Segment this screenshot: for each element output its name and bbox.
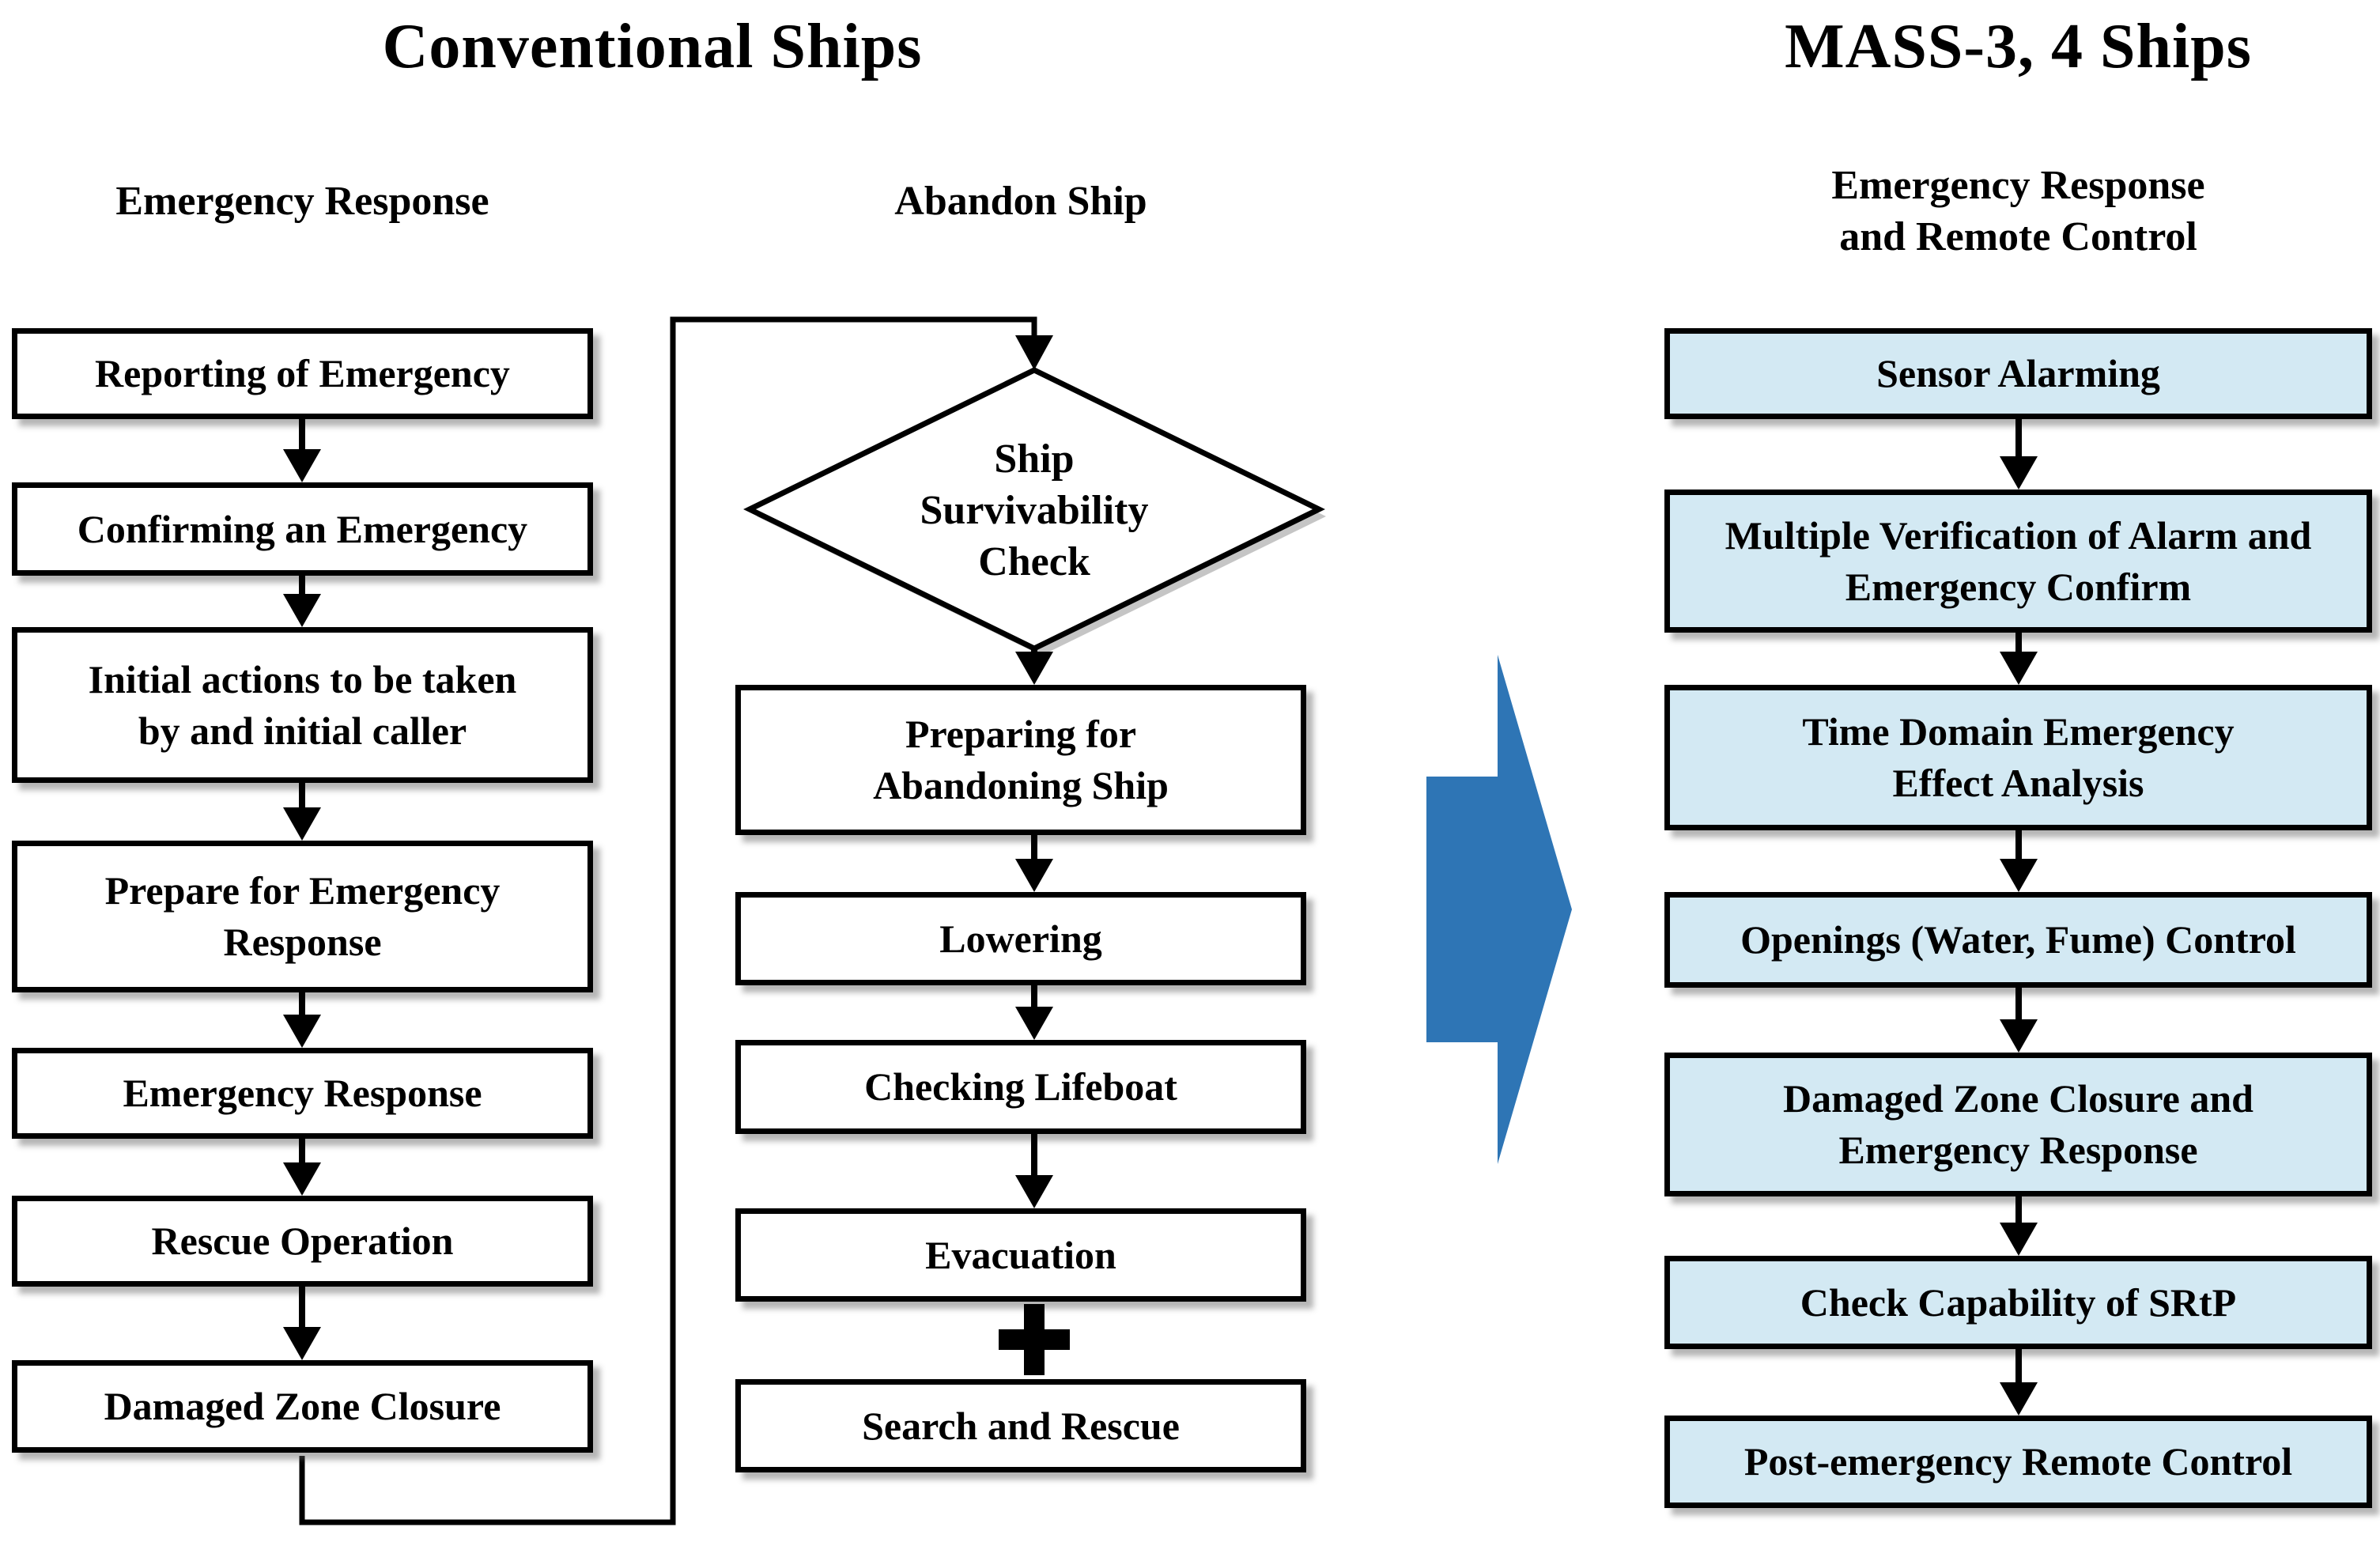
down-arrow-icon (283, 1139, 321, 1196)
flow-box-checking-lifeboat: Checking Lifeboat (735, 1040, 1306, 1134)
feedback-arrowhead-icon (1015, 335, 1053, 370)
down-arrow-icon (2000, 988, 2038, 1053)
flow-box-time-domain-emergency-effect-analysis: Time Domain Emergency Effect Analysis (1664, 685, 2372, 830)
flow-box-lowering: Lowering (735, 892, 1306, 985)
flow-box-check-capability-of-srtp: Check Capability of SRtP (1664, 1256, 2372, 1349)
down-arrow-icon (2000, 1349, 2038, 1416)
flow-box-emergency-response: Emergency Response (12, 1048, 593, 1139)
flow-box-openings-control: Openings (Water, Fume) Control (1664, 892, 2372, 988)
down-arrow-icon (2000, 633, 2038, 685)
flow-box-reporting-of-emergency: Reporting of Emergency (12, 328, 593, 419)
decision-label-ship-survivability-check: Ship Survivability Check (920, 436, 1149, 584)
flow-box-multiple-verification: Multiple Verification of Alarm and Emerg… (1664, 490, 2372, 633)
flow-box-rescue-operation: Rescue Operation (12, 1196, 593, 1287)
down-arrow-icon (283, 783, 321, 841)
flow-box-search-and-rescue: Search and Rescue (735, 1379, 1306, 1472)
header-emergency-response-remote-control: Emergency Response and Remote Control (1831, 163, 2205, 259)
title-mass-ships: MASS-3, 4 Ships (1785, 12, 2252, 81)
down-arrow-icon (283, 576, 321, 627)
header-emergency-response: Emergency Response (115, 179, 489, 224)
title-conventional-ships: Conventional Ships (382, 12, 923, 81)
flow-box-prepare-for-emergency-response: Prepare for Emergency Response (12, 841, 593, 992)
flow-box-initial-actions: Initial actions to be taken by and initi… (12, 627, 593, 783)
header-abandon-ship: Abandon Ship (894, 179, 1147, 224)
down-arrow-icon (1015, 835, 1053, 892)
down-arrow-icon (2000, 419, 2038, 490)
flow-box-confirming-an-emergency: Confirming an Emergency (12, 482, 593, 576)
transition-block-arrow-icon (1426, 655, 1572, 1164)
flow-box-evacuation: Evacuation (735, 1208, 1306, 1302)
down-arrow-icon (2000, 830, 2038, 892)
down-arrow-icon (2000, 1196, 2038, 1256)
down-arrow-icon (1015, 1134, 1053, 1208)
flow-box-preparing-for-abandoning-ship: Preparing for Abandoning Ship (735, 685, 1306, 835)
down-arrow-icon (283, 419, 321, 482)
flow-box-damaged-zone-closure: Damaged Zone Closure (12, 1360, 593, 1453)
flow-box-damaged-zone-closure-and-emergency-response: Damaged Zone Closure and Emergency Respo… (1664, 1053, 2372, 1196)
flow-box-post-emergency-remote-control: Post-emergency Remote Control (1664, 1416, 2372, 1508)
plus-icon-bar (1024, 1304, 1045, 1375)
down-arrow-icon (283, 1287, 321, 1360)
flow-box-sensor-alarming: Sensor Alarming (1664, 328, 2372, 419)
down-arrow-icon (1015, 985, 1053, 1040)
down-arrow-icon (283, 992, 321, 1048)
down-arrow-icon (1015, 648, 1053, 685)
